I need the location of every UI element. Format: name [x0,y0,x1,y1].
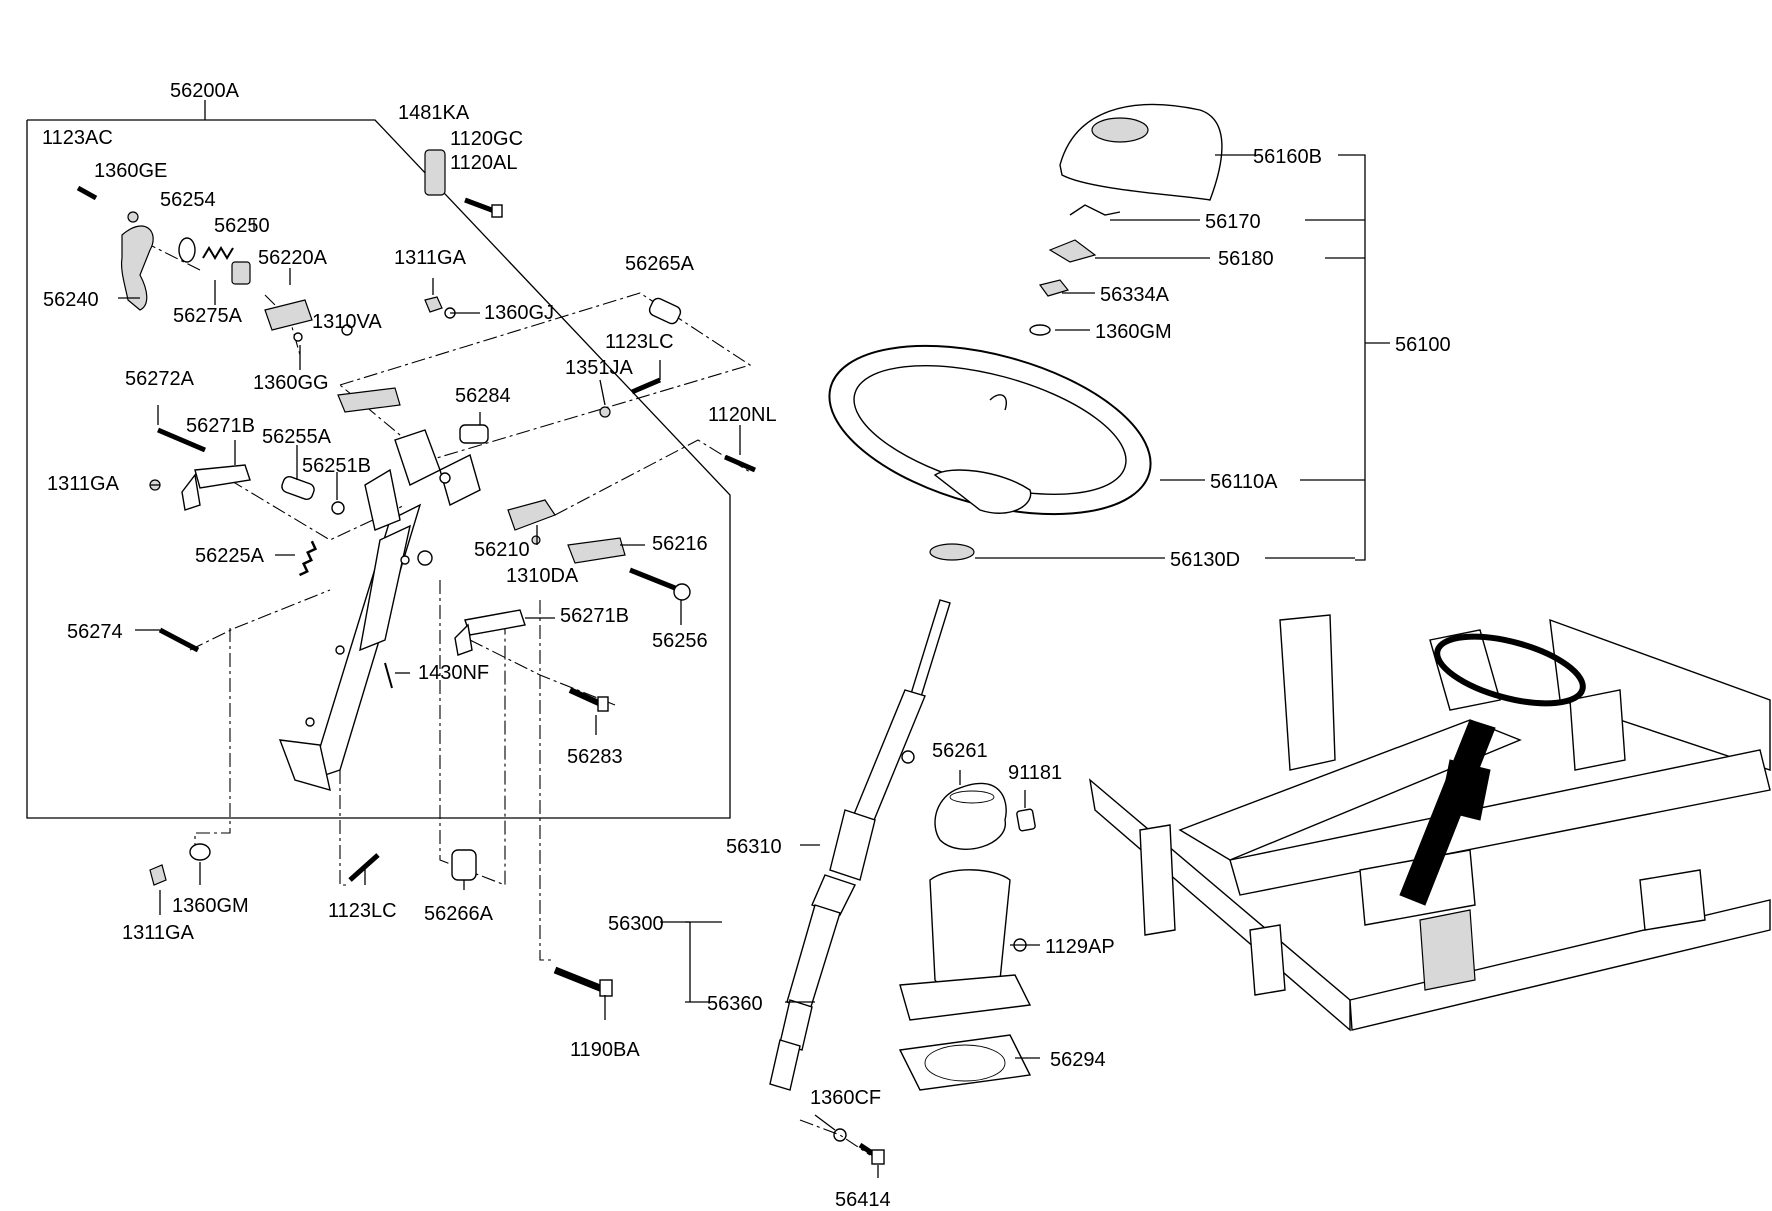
label-56271b-top: 56271B [186,415,255,437]
label-56130d: 56130D [1170,549,1240,571]
label-1190ba: 1190BA [570,1039,640,1061]
label-56334a: 56334A [1100,284,1170,306]
label-56250: 56250 [214,215,270,237]
part-labels: 56200A 1481KA 1120GC 1120AL 1123AC 1360G… [42,80,1451,1211]
part-56130d [929,543,975,561]
label-56265a: 56265A [625,253,695,275]
washer-1360cf [833,1128,847,1142]
label-1311ga-top: 1311GA [394,247,467,269]
label-56255a: 56255A [262,426,332,448]
label-1481ka: 1481KA [398,102,470,124]
label-1430nf: 1430NF [418,662,489,684]
steering-wheel-56110a [828,344,1152,516]
label-1360gm-bottom: 1360GM [172,895,249,917]
label-1360gj: 1360GJ [484,302,554,324]
label-56272a: 56272A [125,368,195,390]
label-56284: 56284 [455,385,511,407]
label-1360ge: 1360GE [94,160,167,182]
label-1123lc-top: 1123LC [605,331,674,353]
label-56225a: 56225A [195,545,265,567]
label-56294: 56294 [1050,1049,1106,1071]
label-1351ja: 1351JA [565,357,633,379]
horn-pad-56160b [1059,103,1223,201]
label-56180: 56180 [1218,248,1274,270]
label-56414: 56414 [835,1189,891,1211]
small-parts-left [76,149,756,997]
label-91181: 91181 [1008,762,1062,784]
assembly-lines-left [139,239,752,961]
label-56275a: 56275A [173,305,243,327]
label-56251b: 56251B [302,455,371,477]
label-1120gc: 1120GC [450,128,523,150]
label-56200a: 56200A [170,80,240,102]
label-56261: 56261 [932,740,988,762]
label-56210: 56210 [474,539,530,561]
label-56220a: 56220A [258,247,328,269]
group-box-56200a [26,100,731,819]
label-1123lc-bottom: 1123LC [328,900,397,922]
bracket-56100 [1355,154,1390,561]
label-1311ga-bottom: 1311GA [122,922,195,944]
parts-56170-56180 [1029,204,1121,336]
pin-91181 [1016,808,1036,832]
label-56160b: 56160B [1253,146,1322,168]
label-56310: 56310 [726,836,782,858]
label-56271b-mid: 56271B [560,605,629,627]
label-56274: 56274 [67,621,123,643]
label-56170: 56170 [1205,211,1261,233]
vehicle-frame-illustration [1088,614,1771,1032]
label-1360gg: 1360GG [253,372,329,394]
label-1123ac: 1123AC [42,127,113,149]
label-56240: 56240 [43,289,99,311]
label-1120al: 1120AL [450,152,517,174]
label-56216: 56216 [652,533,708,555]
label-1310da: 1310DA [506,565,579,587]
leader-lines [118,154,1365,1178]
bolt-56414 [858,1142,885,1165]
label-56360: 56360 [707,993,763,1015]
label-1129ap: 1129AP [1045,936,1115,958]
label-56283: 56283 [567,746,623,768]
boot-56261 [934,782,1007,850]
label-56300: 56300 [608,913,664,935]
steering-shaft-56300 [769,599,951,1091]
label-1310va: 1310VA [312,311,382,333]
label-1120nl: 1120NL [708,404,777,426]
bracket-56200a-assembly [278,429,481,791]
label-1360gm-top: 1360GM [1095,321,1172,343]
label-56256: 56256 [652,630,708,652]
label-56100: 56100 [1395,334,1451,356]
label-56266a: 56266A [424,903,494,925]
label-56110a: 56110A [1210,471,1278,493]
label-56254: 56254 [160,189,216,211]
label-1360cf: 1360CF [810,1087,881,1109]
label-1311ga-left: 1311GA [47,473,120,495]
column-tube-flange [898,869,1032,1091]
